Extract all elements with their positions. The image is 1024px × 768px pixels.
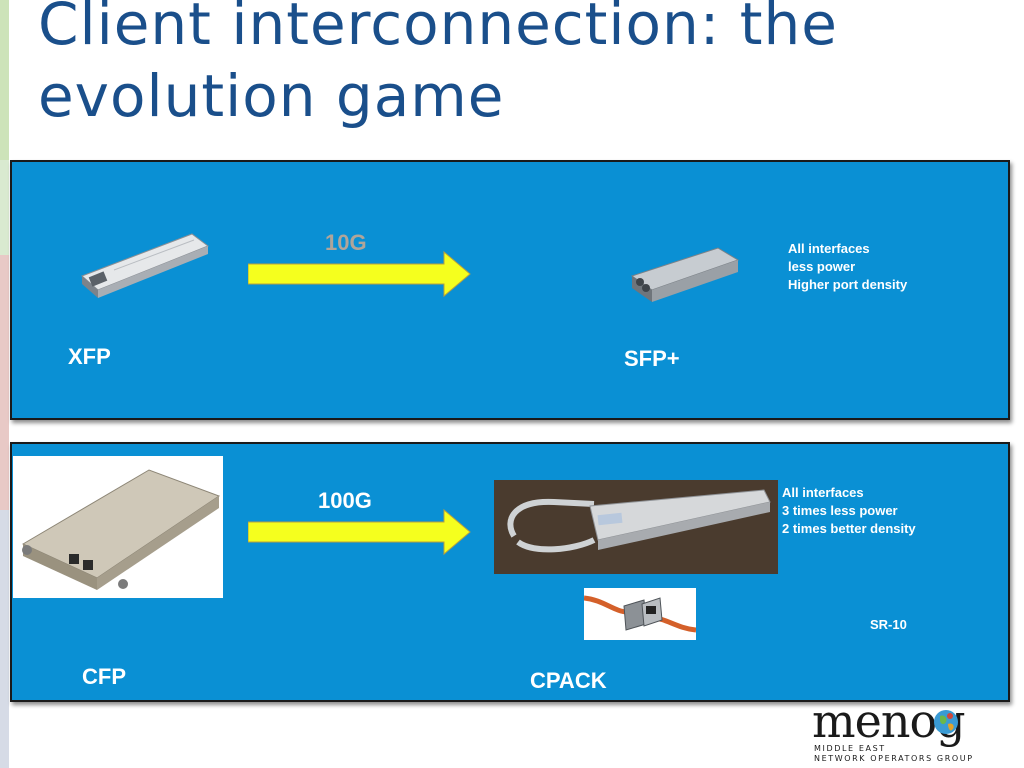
sfp-plus-module-image — [630, 247, 740, 302]
cfp-label: CFP — [82, 664, 126, 689]
benefits-note-10g: All interfaces less power Higher port de… — [788, 240, 907, 294]
side-stripe-lightgreen — [0, 160, 9, 255]
slide-title-line-2: evolution game — [38, 62, 505, 130]
cpack-cable-image — [584, 588, 696, 640]
logo-subtitle-line-2: NETWORK OPERATORS GROUP — [814, 754, 974, 763]
logo-subtitle: MIDDLE EAST NETWORK OPERATORS GROUP — [814, 744, 974, 764]
rate-label-100g: 100G — [318, 488, 372, 513]
sfp-plus-label: SFP+ — [624, 346, 680, 371]
right-arrow-icon — [248, 508, 471, 556]
right-arrow-icon — [248, 250, 471, 298]
cpack-label: CPACK — [530, 668, 607, 693]
slide-title: Client interconnection: the evolution ga… — [38, 0, 938, 132]
benefits-note-line: 3 times less power — [782, 503, 898, 518]
menog-logo: menog MIDDLE EAST NETWORK OPERATORS GROU… — [812, 694, 1022, 768]
logo-subtitle-line-1: MIDDLE EAST — [814, 744, 886, 753]
panel-100g: 100G All interfaces 3 times less power 2… — [10, 442, 1010, 702]
benefits-note-line: Higher port density — [788, 277, 908, 292]
side-stripe-red — [0, 255, 9, 510]
panel-10g: 10G All interfaces less power Higher por… — [10, 160, 1010, 420]
side-stripe-green — [0, 0, 9, 160]
rate-label-10g: 10G — [325, 230, 367, 255]
benefits-note-line: All interfaces — [782, 485, 864, 500]
xfp-module-image — [81, 233, 210, 298]
xfp-label: XFP — [68, 344, 111, 369]
side-stripe-blue — [0, 510, 9, 768]
cfp-module-image — [13, 456, 223, 598]
cpack-module-image — [494, 480, 778, 574]
benefits-note-line: 2 times better density — [782, 521, 916, 536]
logo-globe-icon — [934, 710, 958, 734]
benefits-note-100g: All interfaces 3 times less power 2 time… — [782, 484, 916, 538]
benefits-note-line: less power — [788, 259, 856, 274]
sr10-label: SR-10 — [870, 617, 907, 632]
slide-title-line-1: Client interconnection: the — [38, 0, 838, 58]
benefits-note-line: All interfaces — [788, 241, 870, 256]
